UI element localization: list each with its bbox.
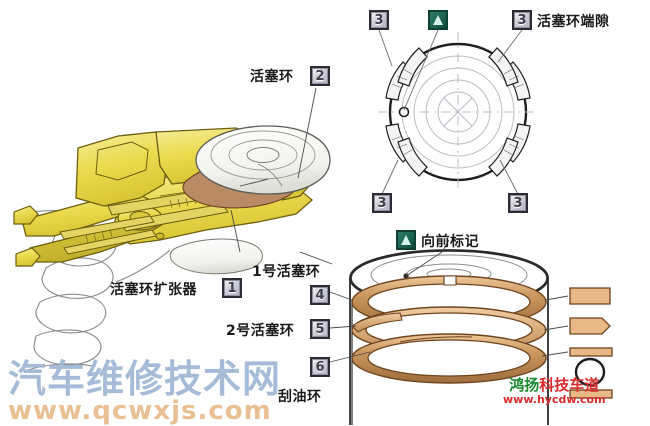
watermark-left: 汽车维修技术网 www.qcwxjs.com [8,360,281,425]
piston-ring-on-tool [195,125,331,195]
watermark-right-url: www.hycdw.com [503,392,606,406]
badge-4[interactable]: 4 [310,285,330,305]
badge-a-front-mark-stack[interactable] [396,230,416,250]
watermark-right-text: 鸿扬科技车道 [503,376,606,394]
wm-char-2: 扬 [524,376,540,394]
label-oil-scraper-ring: 刮油环 [278,389,322,405]
wm-char-1: 鸿 [509,376,525,394]
badge-5[interactable]: 5 [310,319,330,339]
badge-3-bottom-left[interactable]: 3 [372,193,392,213]
ring-end-gap-diagram [378,29,538,195]
piston-ring-stack-diagram [299,239,613,425]
label-ring-no1: 1号活塞环 [252,264,321,280]
triangle-arrow-icon [401,235,411,245]
triangle-arrow-icon [433,15,443,25]
wm-char-4: 技 [554,376,570,394]
ring-3-shape [351,333,547,384]
callout-leader-lines [230,87,317,253]
badge-1[interactable]: 1 [222,278,242,298]
badge-2[interactable]: 2 [310,66,330,86]
section-oil-rail-lower [569,389,613,399]
section-ring-1 [569,287,611,305]
badge-3-top-left[interactable]: 3 [369,10,389,30]
watermark-right: 鸿扬科技车道 www.hycdw.com [503,376,606,406]
watermark-left-text: 汽车维修技术网 [8,357,282,401]
label-ring-end-gap: 活塞环端隙 [537,14,610,30]
label-front-mark: 向前标记 [421,234,479,250]
label-ring-no2: 2号活塞环 [226,323,295,339]
watermark-left-url: www.qcwxjs.com [8,396,272,426]
wm-char-5: 车 [569,376,585,394]
wm-char-3: 科 [539,376,555,394]
ring-cross-sections [569,287,613,399]
badge-3-top-right[interactable]: 3 [512,10,532,30]
section-oil-rail-upper [569,347,613,357]
wm-char-6: 道 [584,376,600,394]
badge-6[interactable]: 6 [310,357,330,377]
section-ring-2 [569,317,611,335]
badge-3-bottom-right[interactable]: 3 [508,193,528,213]
label-piston-ring: 活塞环 [250,69,294,85]
section-oil-expander [574,357,606,387]
badge-a-front-mark-top[interactable] [428,10,448,30]
label-ring-expander: 活塞环扩张器 [110,282,197,298]
